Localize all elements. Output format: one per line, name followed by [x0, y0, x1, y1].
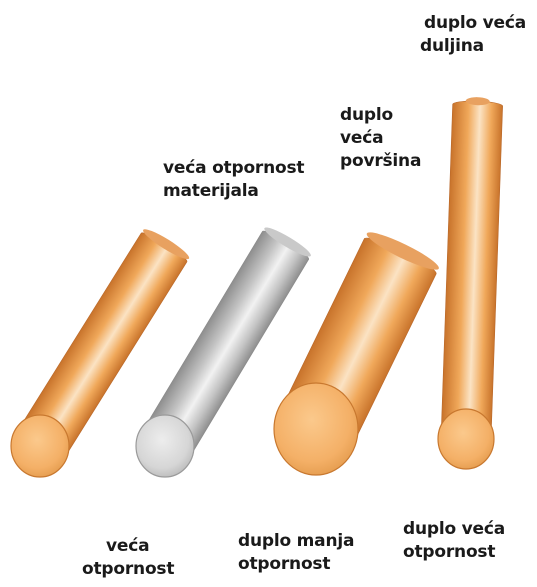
- label-double-area-line3: površina: [340, 151, 422, 171]
- rod-copper-thin: [10, 229, 190, 478]
- label-half-resistance-line2: otpornost: [238, 554, 331, 574]
- rod-steel-thin-end: [135, 414, 195, 478]
- rod-copper-long: [437, 97, 503, 470]
- rod-copper-thick: [273, 232, 439, 476]
- rod-copper-thick-end: [273, 382, 359, 476]
- rod-copper-thin-end: [10, 414, 70, 478]
- label-double-area-line1: duplo: [340, 105, 393, 125]
- rod-steel-thin: [135, 227, 311, 478]
- label-double-area: duplo veća površina: [340, 104, 421, 173]
- label-half-resistance: duplo manja otpornost: [238, 530, 354, 576]
- label-double-resistance: duplo veća otpornost: [403, 518, 505, 564]
- label-double-length: duplo veća duljina: [420, 12, 527, 58]
- label-double-length-line1: duplo veća: [424, 13, 527, 33]
- label-material-resistivity-line1: veća otpornost: [163, 158, 305, 178]
- label-higher-resistance: veća otpornost: [82, 535, 174, 581]
- label-double-resistance-line2: otpornost: [403, 542, 496, 562]
- label-higher-resistance-line2: otpornost: [82, 559, 175, 579]
- label-half-resistance-line1: duplo manja: [238, 531, 355, 551]
- label-higher-resistance-line1: veća: [106, 536, 150, 556]
- rod-copper-long-end: [437, 408, 495, 470]
- label-material-resistivity: veća otpornost materijala: [163, 157, 305, 203]
- label-double-length-line2: duljina: [420, 36, 484, 56]
- label-double-area-line2: veća: [340, 128, 384, 148]
- label-material-resistivity-line2: materijala: [163, 181, 259, 201]
- label-double-resistance-line1: duplo veća: [403, 519, 506, 539]
